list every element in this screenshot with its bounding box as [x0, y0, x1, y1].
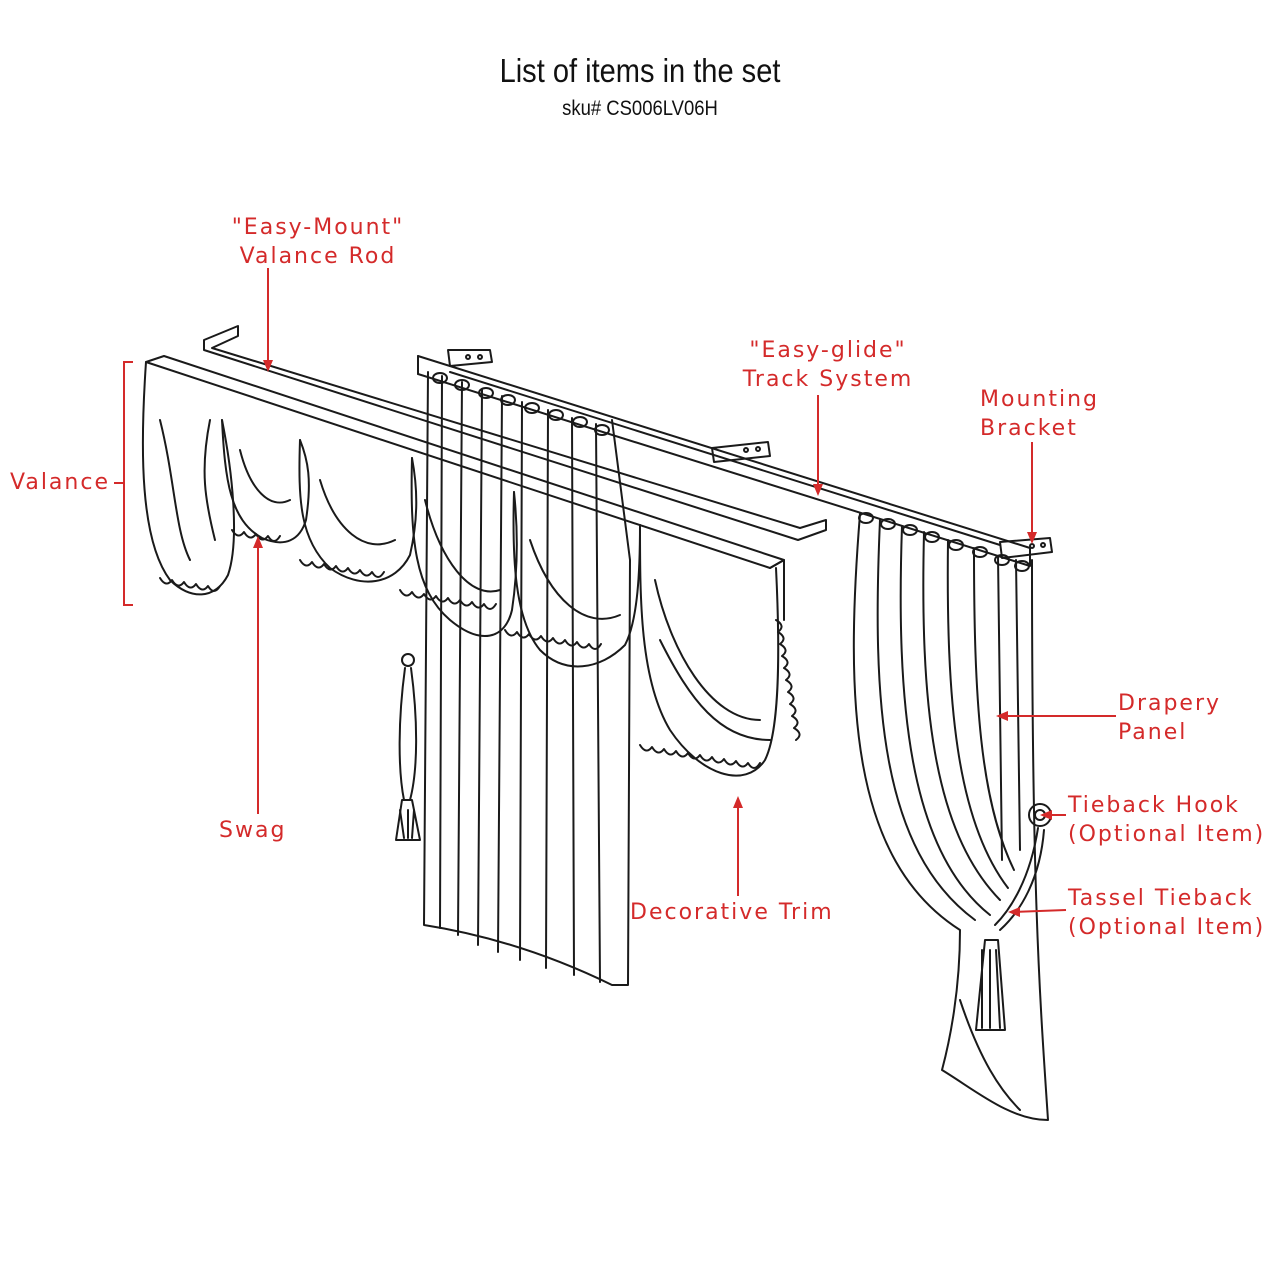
label-valance-rod: "Easy-Mount" Valance Rod — [210, 213, 426, 271]
label-valance: Valance — [10, 468, 110, 497]
leader-tassel-tieback — [1012, 910, 1066, 912]
label-drapery-panel: Drapery Panel — [1118, 689, 1221, 747]
mounting-bracket-left — [448, 350, 492, 366]
label-mounting-bracket: Mounting Bracket — [980, 385, 1099, 443]
valance-bracket — [114, 362, 133, 605]
drapery-panel-right — [854, 513, 1048, 1120]
tassel-tieback-right — [976, 828, 1044, 1030]
label-tieback-hook: Tieback Hook (Optional Item) — [1068, 791, 1265, 849]
mounting-bracket-right — [1000, 538, 1052, 558]
tassel-tieback-left — [396, 654, 420, 840]
label-track-system: "Easy-glide" Track System — [720, 336, 936, 394]
label-swag: Swag — [219, 816, 286, 845]
label-decorative-trim: Decorative Trim — [630, 898, 834, 927]
label-tassel-tieback: Tassel Tieback (Optional Item) — [1068, 884, 1265, 942]
